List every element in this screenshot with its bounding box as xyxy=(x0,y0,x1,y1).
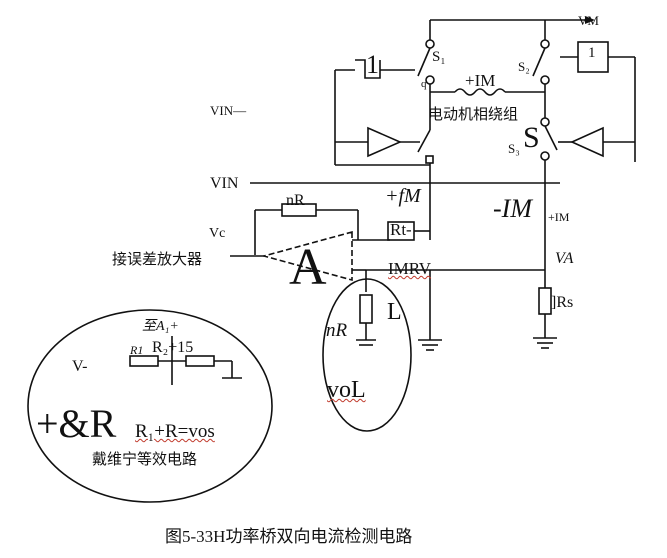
resistor-nr-bottom xyxy=(359,294,373,324)
switch-s1-blade xyxy=(417,47,431,77)
opamp-a-symbol xyxy=(260,230,353,282)
formula-big-label: +&R xyxy=(36,401,117,446)
s2-label: S₂ xyxy=(518,59,530,74)
figure-caption: 图5-33H功率桥双向电流检测电路 xyxy=(165,527,413,546)
motor-winding-coil xyxy=(454,88,506,96)
va-label: VA xyxy=(555,250,574,267)
r1-label: R1 xyxy=(130,343,144,357)
switch-s2-blade xyxy=(532,47,546,77)
q-label: q xyxy=(421,78,427,90)
nr-top-label: nR xyxy=(286,192,305,209)
resistor-rs xyxy=(538,287,552,315)
nr-mid-label: nR xyxy=(326,320,348,341)
minus-im-label: -IM xyxy=(493,194,532,223)
switch-s3-blade xyxy=(544,125,558,151)
gate-left-label: 1 xyxy=(366,50,379,79)
opamp-a-label: A xyxy=(289,239,327,296)
formula-small-label: R₁+R=vos xyxy=(135,421,215,442)
thevenin-r1 xyxy=(129,355,159,367)
thevenin-oval xyxy=(27,309,273,503)
rs-label: ]Rs xyxy=(551,294,574,311)
vin-top-label: VIN— xyxy=(210,103,247,118)
gate-right-label: 1 xyxy=(588,45,596,61)
buffer-left xyxy=(367,126,402,158)
plus-im-label: +IM xyxy=(465,71,496,90)
thevenin-label: 戴维宁等效电路 xyxy=(92,450,198,468)
thevenin-r2 xyxy=(185,355,215,367)
plus-fm-label: +fM xyxy=(385,185,421,207)
inner-oval xyxy=(322,278,412,432)
s1-label: S₁ xyxy=(432,49,446,65)
r2-15-label: R₂+15 xyxy=(152,339,194,356)
vin-mid-label: VIN xyxy=(210,175,239,192)
s3-big-label: S xyxy=(523,121,540,154)
imrv-label: IMRV xyxy=(388,259,432,278)
error-amp-label: 接误差放大器 xyxy=(112,250,203,268)
l-label: L xyxy=(387,299,402,325)
rt-label: Rt- xyxy=(390,220,412,239)
plus-im-small-label: +IM xyxy=(548,210,570,224)
motor-winding-label: 电动机相绕组 xyxy=(428,105,519,123)
pulse-gate-left xyxy=(355,59,381,79)
v-minus-label: V- xyxy=(72,358,88,375)
vm-label: VM xyxy=(578,13,599,28)
s3-label: S₃ xyxy=(508,141,520,156)
vc-label: Vc xyxy=(209,226,226,241)
buffer-right xyxy=(570,126,604,158)
to-a1-label: 至A₁+ xyxy=(142,319,179,334)
vol-label: voL xyxy=(327,377,366,403)
